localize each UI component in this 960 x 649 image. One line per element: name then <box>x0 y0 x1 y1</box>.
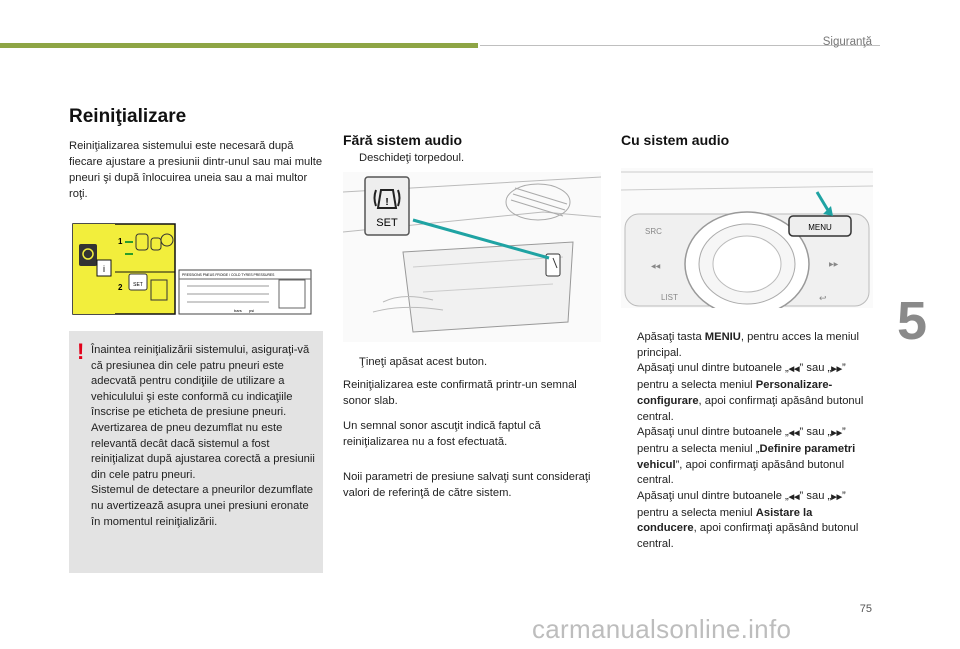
step-2-number: 2 <box>118 283 123 292</box>
warning-text-1: Înaintea reiniţializării sistemului, asi… <box>91 344 310 419</box>
step-menu: Apăsaţi tasta MENIU, pentru acces la men… <box>637 331 860 359</box>
intro-text: Reiniţializarea sistemului este necesară… <box>69 140 323 200</box>
bullet-icon <box>621 489 637 553</box>
warning-text-3: Sistemul de detectare a pneurilor dezumf… <box>91 484 314 528</box>
warning-box: ! Înaintea reiniţializării sistemului, a… <box>69 331 323 573</box>
chapter-number: 5 <box>897 291 928 351</box>
label-header-text: PRESSIONS PNEUS FROIDE / COLD TYRES PRES… <box>182 273 275 277</box>
bullet-icon <box>621 425 637 489</box>
heading-no-audio: Fără sistem audio <box>343 132 463 148</box>
page-number: 75 <box>859 603 872 615</box>
svg-text:↩: ↩ <box>819 293 827 303</box>
bullet-icon <box>621 361 637 425</box>
set-button-label: SET <box>376 217 398 229</box>
header-accent-bar <box>0 43 478 48</box>
header-rule <box>480 45 880 46</box>
text-confirm-signal: Reiniţializarea este confirmată printr-u… <box>343 379 577 407</box>
step-vehicle-parameters: Apăsaţi unul dintre butoanele „◀◀” sau „… <box>637 426 856 487</box>
src-button-label: SRC <box>645 227 662 236</box>
tyre-pressure-label-figure: i 1 2 SET PRESSIONS PNEUS FROIDE / COLD … <box>72 223 312 315</box>
warning-text-2: Avertizarea de pneu dezumflat nu este re… <box>91 421 315 481</box>
step-1-number: 1 <box>118 237 123 246</box>
text-error-signal: Un semnal sonor ascuţit indică faptul că… <box>343 420 541 448</box>
menu-button-label: MENU <box>808 223 832 232</box>
bullet-icon <box>343 150 359 166</box>
step-open-glovebox: Deschideţi torpedoul. <box>359 152 465 164</box>
label-psi-unit: psi <box>249 308 254 313</box>
bullet-icon <box>621 330 637 361</box>
glovebox-set-button-figure: ! SET <box>343 172 601 342</box>
section-title: Siguranţă <box>822 36 872 48</box>
label-bar-unit: bars <box>234 308 242 313</box>
watermark: carmanualsonline.info <box>532 614 792 644</box>
bullet-icon <box>343 354 359 370</box>
step-driving-assistance: Apăsaţi unul dintre butoanele „◀◀” sau „… <box>637 490 859 551</box>
heading-with-audio: Cu sistem audio <box>621 132 730 148</box>
svg-text:!: ! <box>385 197 388 208</box>
audio-panel-figure: SRC ◀◀ ▶▶ LIST ↩ MENU <box>621 168 873 308</box>
text-new-parameters: Noii parametri de presiune salvaţi sunt … <box>343 471 591 499</box>
warning-icon: ! <box>77 339 85 364</box>
page-title: Reiniţializare <box>69 106 187 127</box>
label-set-text: SET <box>133 282 143 288</box>
list-button-label: LIST <box>661 293 678 302</box>
step-hold-button: Ţineţi apăsat acest buton. <box>359 356 488 368</box>
svg-text:i: i <box>103 264 105 274</box>
prev-button-label: ◀◀ <box>651 264 661 270</box>
next-button-label: ▶▶ <box>829 262 839 268</box>
step-personalisation: Apăsaţi unul dintre butoanele „◀◀” sau „… <box>637 362 864 423</box>
